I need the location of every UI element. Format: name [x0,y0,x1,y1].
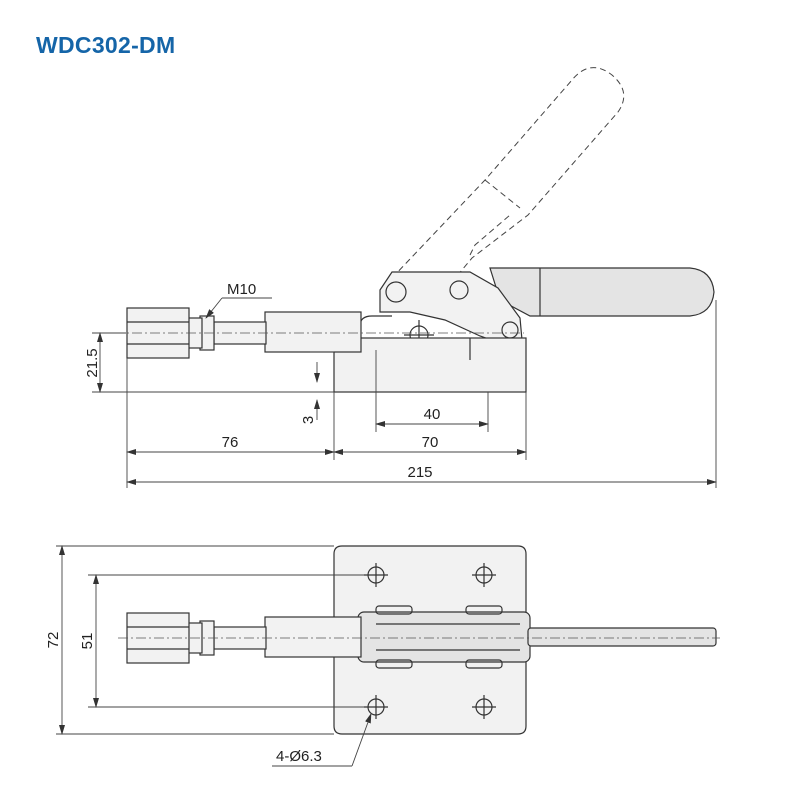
drawing-title: WDC302-DM [36,32,176,58]
dimension-70: 70 [422,434,439,451]
base-block [333,337,527,393]
plunger-sleeve [264,311,362,353]
offset-dimension: 3 [300,416,317,424]
side-view-dimensions: M10 21.5 3 40 76 70 215 [84,281,717,488]
hole-spacing-dimension: 51 [79,633,96,650]
dimension-40: 40 [424,406,441,423]
height-dimension: 21.5 [84,348,101,377]
mounting-holes [364,563,496,719]
top-view-dimensions: 72 51 4-Ø6.3 [45,545,372,767]
hole-label: 4-Ø6.3 [276,748,322,765]
width-dimension: 72 [45,632,62,649]
dimension-215: 215 [407,464,432,481]
handle-open-position [391,67,625,283]
handle-top [527,627,717,647]
dimension-76: 76 [222,434,239,451]
handle-closed [489,267,715,317]
top-view [118,545,720,735]
thread-label: M10 [227,281,256,298]
side-view [96,67,715,393]
plunger-sleeve-top [264,616,362,658]
linkage-housing [357,611,531,663]
